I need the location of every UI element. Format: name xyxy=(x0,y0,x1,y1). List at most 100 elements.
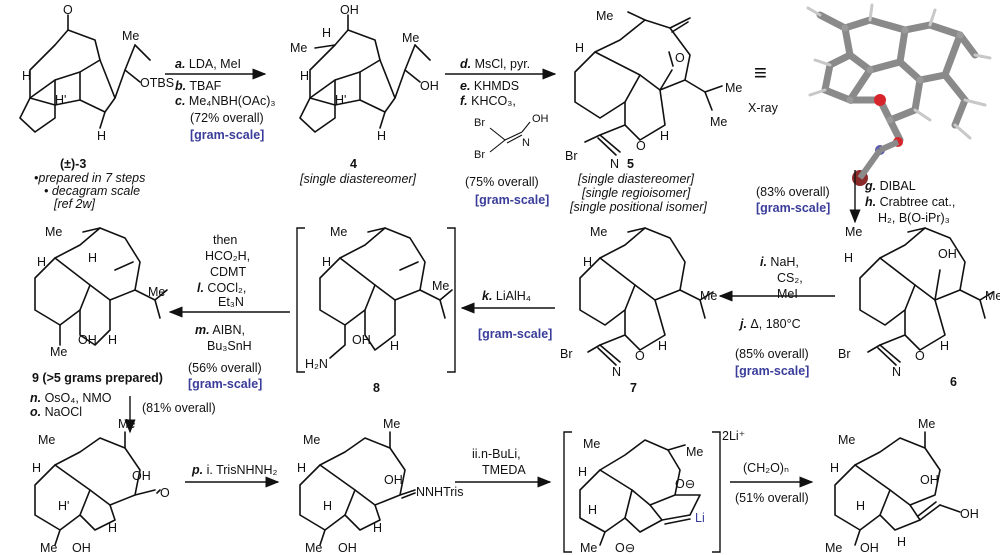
svg-text:k. LiAlH₄: k. LiAlH₄ xyxy=(482,289,531,303)
compound-12: 2Li⁺ Me Me H O⊖ Li H Me O⊖ xyxy=(563,429,745,555)
c3-otbs: OTBS xyxy=(140,76,174,90)
svg-text:H₂, B(O-iPr)₃: H₂, B(O-iPr)₃ xyxy=(878,211,950,225)
c12-me1: Me xyxy=(583,437,600,451)
step-2-conditions: d. MsCl, pyr. e. KHMDS f. KHCO₃, Br OH B… xyxy=(460,57,549,207)
c11-me3: Me xyxy=(305,541,322,555)
step-6-scale: [gram-scale] xyxy=(478,327,552,341)
c6-o: O xyxy=(915,349,925,363)
step-8-yield: (81% overall) xyxy=(142,401,216,415)
compound-6: Me H OH Me Br N O H 6 xyxy=(838,225,1000,389)
c6-br: Br xyxy=(838,347,851,361)
c12-h2: H xyxy=(588,503,597,517)
step-5-conditions: i. NaH, CS₂, MeI j. Δ, 180°C (85% overal… xyxy=(735,255,809,378)
c13-oh2: OH xyxy=(960,507,979,521)
c5-note-1: [single diastereomer] xyxy=(577,172,695,186)
step-6-conditions: k. LiAlH₄ [gram-scale] xyxy=(478,289,552,341)
c13-h3: H xyxy=(897,535,906,549)
step-7-conditions: then HCO₂H, CDMT l. COCl₂, Et₃N m. AIBN,… xyxy=(188,233,262,391)
c7-label: 7 xyxy=(630,381,637,395)
svg-text:Bu₃SnH: Bu₃SnH xyxy=(207,339,252,353)
step-4-yield: (83% overall) xyxy=(756,185,830,199)
c12-charge: 2Li⁺ xyxy=(722,429,745,443)
c11-nnhtris: NNHTris xyxy=(416,485,463,499)
compound-5: Me H O Me Me Br N O H 5 [single diastere… xyxy=(565,9,742,214)
c13-h2: H xyxy=(856,499,865,513)
c4-label: 4 xyxy=(350,157,357,171)
c3-h2: H' xyxy=(55,93,66,107)
compound-13: Me Me H OH H OH Me OH H xyxy=(825,417,979,555)
step-11-reagent: (CH₂O)ₙ xyxy=(743,461,789,475)
c4-h2: H xyxy=(300,69,309,83)
compound-8: Me H Me H₂N OH H 8 xyxy=(296,225,456,395)
c11-me1: Me xyxy=(383,417,400,431)
c4-me2: Me xyxy=(402,31,419,45)
c12-o1: O⊖ xyxy=(675,477,695,491)
c13-me3: Me xyxy=(825,541,842,555)
c7-me1: Me xyxy=(590,225,607,239)
step-1-yield: (72% overall) xyxy=(190,111,264,125)
svg-text:OH: OH xyxy=(532,113,549,125)
c12-h1: H xyxy=(578,465,587,479)
c3-note-2: • decagram scale xyxy=(44,184,140,198)
c4-oh2: OH xyxy=(420,79,439,93)
svg-text:N: N xyxy=(522,137,530,149)
c8-label: 8 xyxy=(373,381,380,395)
c10-h2: H' xyxy=(58,499,69,513)
svg-text:h. Crabtree cat.,: h. Crabtree cat., xyxy=(865,195,955,209)
c3-oxygen: O xyxy=(63,3,73,17)
svg-text:i. NaH,: i. NaH, xyxy=(760,255,799,269)
svg-text:c. Me₄NBH(OAc)₃: c. Me₄NBH(OAc)₃ xyxy=(175,94,276,108)
svg-text:n. OsO₄, NMO: n. OsO₄, NMO xyxy=(30,391,112,405)
svg-text:a. LDA, MeI: a. LDA, MeI xyxy=(175,57,241,71)
c9-label: 9 (>5 grams prepared) xyxy=(32,371,163,385)
c9-me1: Me xyxy=(45,225,62,239)
c9-oh: OH xyxy=(78,333,97,347)
c8-h2: H xyxy=(390,339,399,353)
c7-h1: H xyxy=(583,255,592,269)
c13-h1: H xyxy=(830,461,839,475)
c3-h3: H xyxy=(97,129,106,143)
c4-h3: H' xyxy=(335,93,346,107)
compound-7: Me H Me Br N O H 7 xyxy=(560,225,717,395)
c5-note-2: [single regioisomer] xyxy=(581,186,691,200)
svg-text:j. Δ, 180°C: j. Δ, 180°C xyxy=(738,317,801,331)
compound-4: OH Me H Me OH H H' H 4 [single diastereo… xyxy=(290,3,439,186)
c5-o: O xyxy=(675,51,685,65)
c7-h2: H xyxy=(658,339,667,353)
svg-text:m. AIBN,: m. AIBN, xyxy=(195,323,245,337)
step-9-conditions: p. i. TrisNHNH₂ xyxy=(191,463,278,477)
svg-text:HCO₂H,: HCO₂H, xyxy=(205,249,250,263)
step-5-scale: [gram-scale] xyxy=(735,364,809,378)
c10-me2: Me xyxy=(38,433,55,447)
step-5-yield: (85% overall) xyxy=(735,347,809,361)
step-4-scale: [gram-scale] xyxy=(756,201,830,215)
step-7-scale: [gram-scale] xyxy=(188,377,262,391)
c9-h2: H xyxy=(88,251,97,265)
c9-me3: Me xyxy=(50,345,67,359)
c7-br: Br xyxy=(560,347,573,361)
c11-me2: Me xyxy=(303,433,320,447)
svg-text:Et₃N: Et₃N xyxy=(218,295,244,309)
c6-me1: Me xyxy=(845,225,862,239)
svg-text:p. i. TrisNHNH₂: p. i. TrisNHNH₂ xyxy=(191,463,278,477)
c12-li: Li xyxy=(695,511,705,525)
c6-h2: H xyxy=(940,339,949,353)
c9-h3: H xyxy=(108,333,117,347)
c4-h1: H xyxy=(322,26,331,40)
xray-equivalence: ≡ X-ray xyxy=(748,60,779,115)
c12-me3: Me xyxy=(580,541,597,555)
c11-h2: H xyxy=(323,499,332,513)
c5-me1: Me xyxy=(596,9,613,23)
svg-text:g. DIBAL: g. DIBAL xyxy=(864,179,916,193)
step-7-yield: (56% overall) xyxy=(188,361,262,375)
svg-text:then: then xyxy=(213,233,237,247)
c5-o2: O xyxy=(636,139,646,153)
c6-oh: OH xyxy=(938,247,957,261)
c6-n: N xyxy=(892,365,901,379)
svg-text:b. TBAF: b. TBAF xyxy=(175,79,222,93)
c10-oh2: OH xyxy=(72,541,91,555)
c5-note-3: [single positional isomer] xyxy=(569,200,707,214)
c11-h3: H xyxy=(373,521,382,535)
svg-text:ii.n-BuLi,: ii.n-BuLi, xyxy=(472,447,521,461)
